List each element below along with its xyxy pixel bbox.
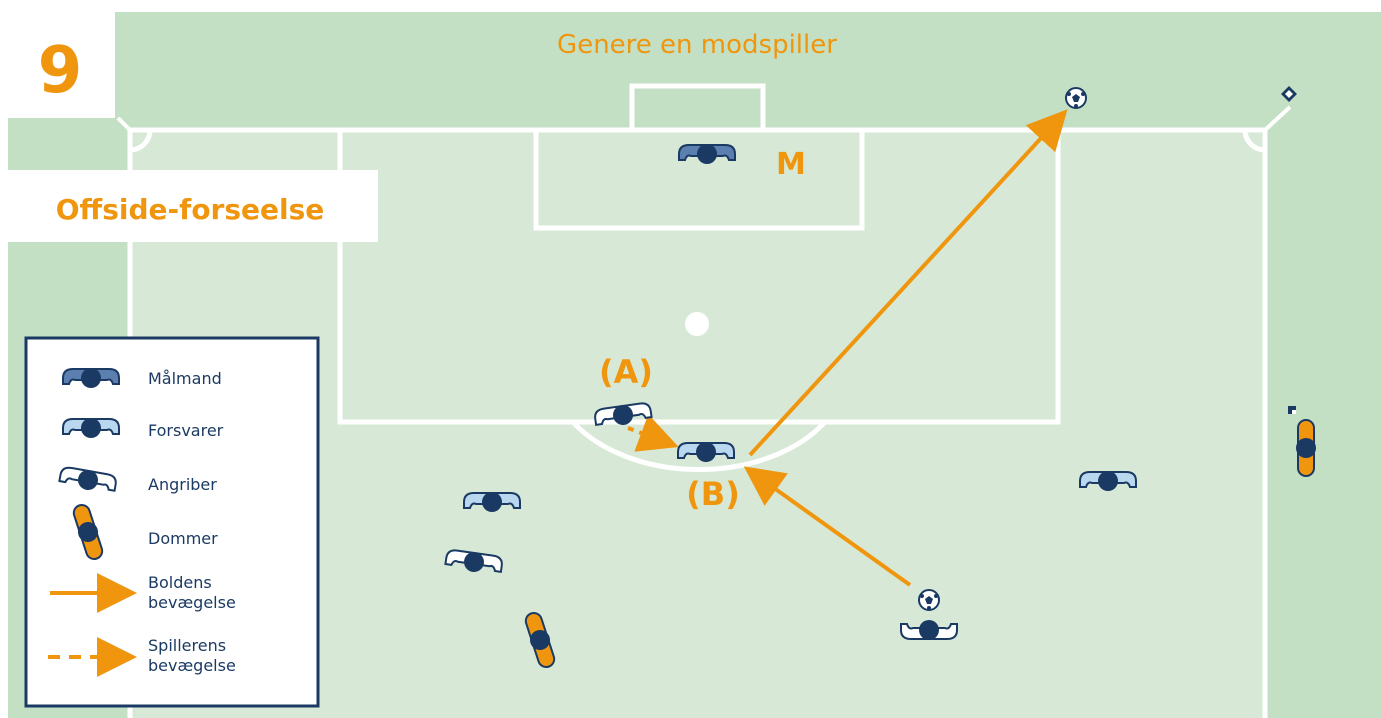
defender-player <box>463 492 521 512</box>
legend-ball-movement-line2: bevægelse <box>148 593 236 612</box>
position-a-label: (A) <box>599 353 653 391</box>
legend-player-movement-line1: Spillerens <box>148 636 226 655</box>
legend-defender-label: Forsvarer <box>148 421 224 440</box>
corner-flag-icon <box>1281 86 1297 102</box>
defender-player <box>1079 471 1137 491</box>
legend-attacker-icon <box>58 466 117 492</box>
attacker-player <box>444 549 503 573</box>
shot-arrow <box>748 109 1068 457</box>
legend-goalkeeper-label: Målmand <box>148 369 222 388</box>
player-movement-arrow <box>627 414 679 452</box>
legend-referee-label: Dommer <box>148 529 218 548</box>
assistant-referee-player <box>1296 419 1316 477</box>
defender-player <box>677 442 735 462</box>
legend-ball-movement-line1: Boldens <box>148 573 212 592</box>
attacker-player <box>900 620 958 640</box>
scene-number-box: 9 <box>0 0 115 118</box>
goalkeeper-player <box>678 144 736 164</box>
subtitle-box: Offside-forseelse <box>8 170 378 242</box>
legend-referee-icon <box>72 503 104 561</box>
legend-goalkeeper-icon <box>62 368 120 388</box>
ball-icon <box>918 589 940 611</box>
attacker-player <box>594 402 653 426</box>
legend-attacker-label: Angriber <box>148 475 217 494</box>
ball-movement-arrows <box>627 109 1068 587</box>
ball-icon <box>1065 87 1087 109</box>
scene-number: 9 <box>38 34 83 108</box>
legend-defender-icon <box>62 418 120 438</box>
goalkeeper-tag: M <box>776 147 806 182</box>
legend-player-movement-line2: bevægelse <box>148 656 236 675</box>
subtitle: Offside-forseelse <box>56 193 325 226</box>
legend: Målmand Forsvarer Angriber Dommer Bolden… <box>24 336 320 708</box>
position-b-label: (B) <box>686 475 740 513</box>
referee-player <box>524 611 556 669</box>
page-title: Genere en modspiller <box>557 30 837 60</box>
assistant-flag-icon <box>1288 406 1296 414</box>
pass-arrow <box>743 466 912 587</box>
